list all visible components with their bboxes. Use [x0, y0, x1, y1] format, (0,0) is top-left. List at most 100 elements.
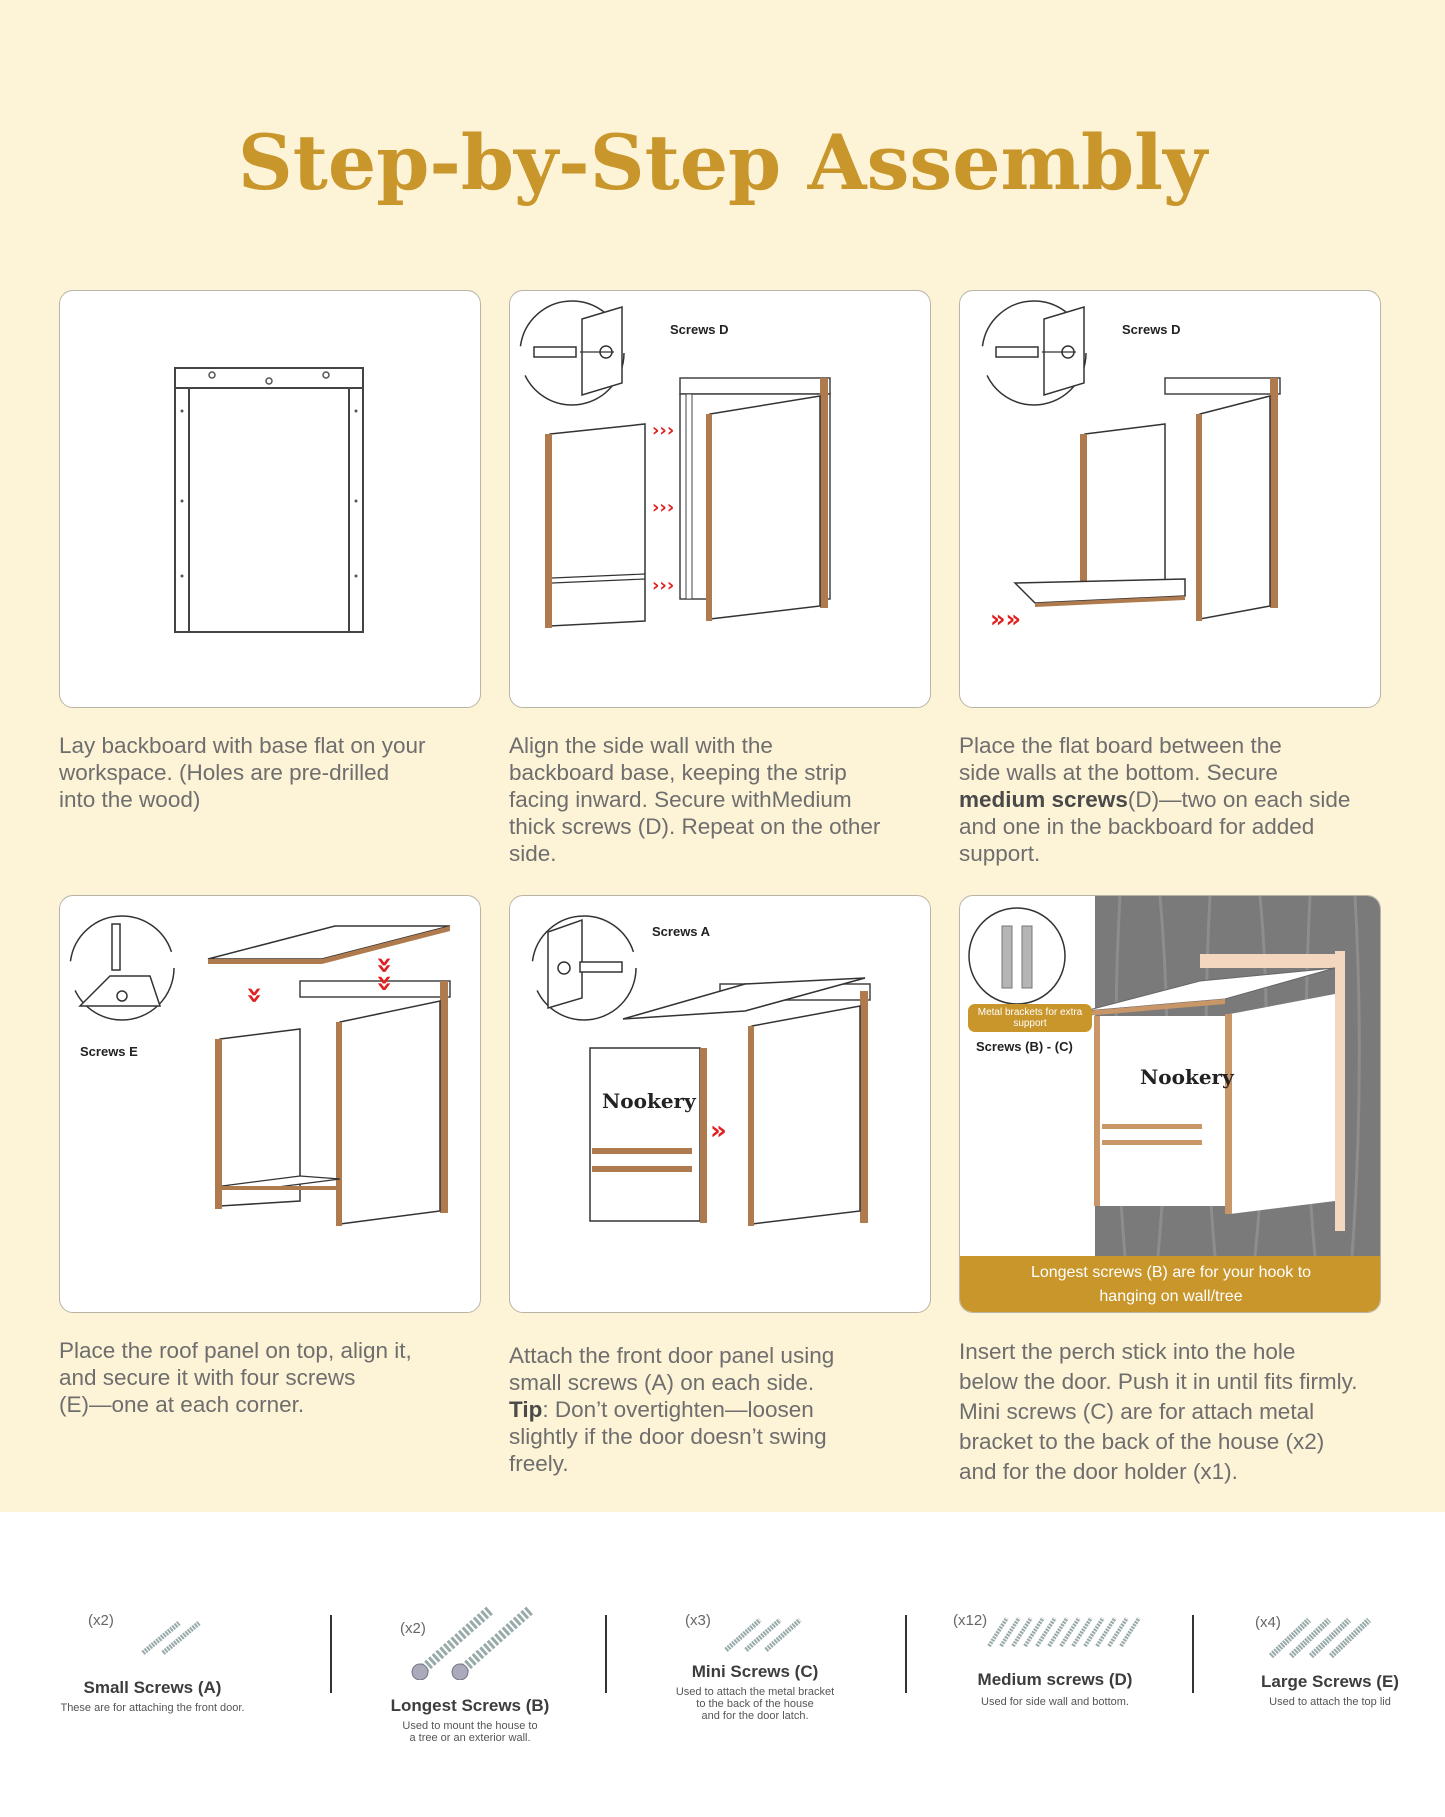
caption-line: medium screws(D)—two on each side: [959, 786, 1389, 813]
step-4-illustration: Screws E » »»: [59, 895, 481, 1313]
caption-line: support.: [959, 841, 1041, 866]
caption-line: Tip: Don’t overtighten—loosen: [509, 1396, 939, 1423]
arrow-right-icon: »»: [990, 605, 1021, 633]
arrow-right-icon: »: [710, 1116, 727, 1146]
backboard-drawing: [174, 367, 364, 633]
legend-divider: [330, 1615, 332, 1693]
step-2-caption: Align the side wall with the backboard b…: [509, 732, 939, 867]
screw-count: (x12): [953, 1612, 988, 1629]
screw-icon: [1268, 1617, 1372, 1659]
caption-line: small screws (A) on each side.: [509, 1370, 815, 1395]
screw-description: Used to mount the house to a tree or an …: [370, 1720, 570, 1744]
screw-name: Mini Screws (C): [691, 1662, 819, 1681]
step-1-illustration: [59, 290, 481, 708]
arrow-right-icon: ›››: [652, 575, 674, 596]
screw-label: Screws E: [80, 1044, 138, 1059]
step-4-caption: Place the roof panel on top, align it, a…: [59, 1337, 489, 1418]
page-title: Step-by-Step Assembly: [237, 118, 1208, 207]
screw-icon: [995, 346, 1039, 358]
desc-line: to the back of the house: [696, 1698, 814, 1710]
screw-description: These are for attaching the front door.: [20, 1702, 285, 1714]
screw-description: Used to attach the metal bracket to the …: [650, 1686, 860, 1722]
side-wall-drawing: Screws D ››› ››› ›››: [519, 300, 831, 628]
screw-label: Screws (B) - (C): [976, 1039, 1073, 1054]
screw-label: Screws D: [670, 322, 729, 337]
desc-line: Used to attach the metal bracket: [675, 1686, 835, 1698]
arrow-right-icon: ›››: [652, 420, 674, 441]
roof-drawing: Screws E » »»: [69, 915, 451, 1226]
step-2-illustration: Screws D ››› ››› ›››: [509, 290, 931, 708]
step-6-illustration: Screws (B) - (C) Nookery Metal brackets …: [959, 895, 1381, 1313]
mounted-house-photo: Screws (B) - (C) Nookery: [968, 896, 1380, 1257]
caption-line: thick screws (D). Repeat on the other: [509, 814, 881, 839]
arrow-down-icon: »: [239, 986, 272, 1004]
desc-line: These are for attaching the front door.: [60, 1702, 245, 1714]
screw-icon: [533, 346, 577, 358]
screw-icon: [724, 1618, 802, 1652]
desc-line: Used to mount the house to: [402, 1720, 538, 1732]
legend-divider: [1192, 1615, 1194, 1693]
screw-name: Longest Screws (B): [390, 1696, 550, 1715]
metal-bracket-icon: [1001, 925, 1013, 989]
caption-line: Attach the front door panel using: [509, 1343, 835, 1368]
screw-description: Used to attach the top lid: [1230, 1696, 1430, 1708]
caption-line: freely.: [509, 1451, 569, 1476]
caption-line: Insert the perch stick into the hole: [959, 1339, 1296, 1364]
desc-line: a tree or an exterior wall.: [409, 1732, 531, 1744]
brand-logo: Nookery: [1140, 1065, 1235, 1089]
step-6-caption: Insert the perch stick into the hole bel…: [959, 1337, 1429, 1487]
metal-brackets-badge: Metal brackets for extra support: [968, 1004, 1092, 1032]
caption-line: side walls at the bottom. Secure: [959, 760, 1278, 785]
arrow-down-icon: »»: [369, 956, 402, 992]
step-5-caption: Attach the front door panel using small …: [509, 1342, 939, 1477]
caption-bold: medium screws: [959, 787, 1128, 812]
screw-count: (x4): [1255, 1614, 1281, 1631]
caption-line: backboard base, keeping the strip: [509, 760, 847, 785]
screw-icon: [141, 1621, 201, 1655]
screw-name: Small Screws (A): [83, 1678, 222, 1697]
caption-line: into the wood): [59, 787, 201, 812]
caption-line: and secure it with four screws: [59, 1365, 356, 1390]
caption-line: bracket to the back of the house (x2): [959, 1429, 1325, 1454]
screw-count: (x3): [685, 1612, 711, 1629]
caption-line: and one in the backboard for added: [959, 814, 1315, 839]
desc-line: and for the door latch.: [701, 1710, 809, 1722]
legend-divider: [605, 1615, 607, 1693]
arrow-right-icon: ›››: [652, 497, 674, 518]
screw-count: (x2): [400, 1620, 426, 1637]
caption-line: Place the flat board between the: [959, 733, 1282, 758]
caption-line: Lay backboard with base flat on your: [59, 733, 426, 758]
step-3-illustration: Screws D »»: [959, 290, 1381, 708]
caption-line: side.: [509, 841, 557, 866]
banner-line: hanging on wall/tree: [1099, 1288, 1243, 1305]
metal-bracket-icon: [1021, 925, 1033, 989]
caption-line: facing inward. Secure withMedium: [509, 787, 852, 812]
brand-logo: Nookery: [602, 1089, 697, 1113]
step-3-caption: Place the flat board between the side wa…: [959, 732, 1389, 867]
bracket-zoom: [968, 907, 1066, 1005]
caption-line: slightly if the door doesn’t swing: [509, 1424, 827, 1449]
screw-icon: [987, 1616, 1141, 1648]
caption-line: Mini screws (C) are for attach metal: [959, 1399, 1315, 1424]
screw-label: Screws A: [652, 924, 711, 939]
tip-text: : Don’t overtighten—loosen: [542, 1397, 814, 1422]
screw-icon: [411, 1606, 534, 1680]
screw-name: Large Screws (E): [1261, 1672, 1399, 1691]
screw-label: Screws D: [1122, 322, 1181, 337]
caption-line: Place the roof panel on top, align it,: [59, 1338, 412, 1363]
caption-line: (E)—one at each corner.: [59, 1392, 305, 1417]
legend-divider: [905, 1615, 907, 1693]
screw-description: Used for side wall and bottom.: [945, 1696, 1165, 1708]
front-door-drawing: Screws A Nookery »: [531, 915, 871, 1226]
caption-text: (D)—two on each side: [1127, 787, 1351, 812]
screw-icon: [579, 961, 623, 973]
longest-screws-banner: Longest screws (B) are for your hook to …: [960, 1256, 1380, 1312]
bottom-board-drawing: Screws D »»: [981, 300, 1281, 633]
caption-line: Align the side wall with the: [509, 733, 773, 758]
desc-line: Used to attach the top lid: [1269, 1696, 1391, 1708]
step-1-caption: Lay backboard with base flat on your wor…: [59, 732, 489, 813]
screw-icon: [111, 923, 121, 971]
tip-label: Tip: [509, 1397, 543, 1422]
step-5-illustration: Screws A Nookery »: [509, 895, 931, 1313]
screw-count: (x2): [88, 1612, 114, 1629]
